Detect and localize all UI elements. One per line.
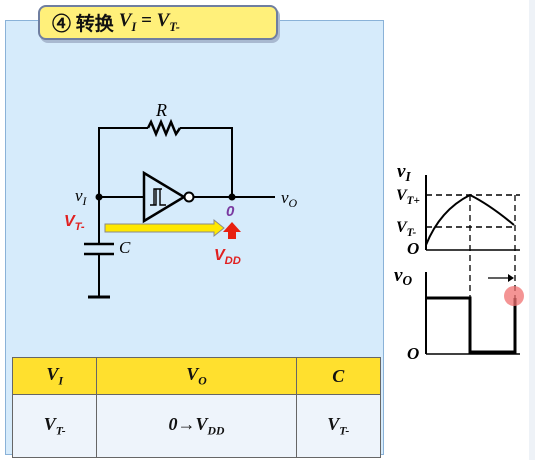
- edge-strip: [529, 0, 535, 460]
- table-cell: VT-: [295, 394, 382, 458]
- resistor-label: R: [155, 100, 167, 120]
- slide-title: ④ 转换 VI = VT-: [38, 5, 278, 40]
- vt-minus-label: VT-: [396, 219, 416, 239]
- table-header-cell: VO: [96, 357, 297, 395]
- threshold-label: VT-: [64, 213, 85, 233]
- origin-bottom-label: O: [407, 344, 419, 363]
- up-arrow-icon: [223, 222, 241, 239]
- title-expression: VI = VT-: [118, 10, 180, 34]
- pointer-cursor: [504, 286, 524, 306]
- output-zero-label: 0: [226, 203, 235, 220]
- table-cell: 0→VDD: [96, 394, 297, 458]
- schmitt-inverter-symbol: [142, 170, 195, 224]
- output-node-dot: [228, 193, 236, 201]
- circuit-wires: [98, 127, 275, 297]
- table-row: VT- 0→VDD VT-: [11, 394, 382, 458]
- vo-axis-label: vO: [394, 265, 412, 288]
- capacitor-symbol: [84, 242, 114, 256]
- supply-label: VDD: [214, 247, 241, 267]
- table-cell: VT-: [11, 394, 98, 458]
- vo-waveform: [426, 296, 517, 354]
- table-header-row: VI VO C: [11, 357, 382, 395]
- vi-axis-label: vI: [397, 161, 411, 184]
- resistor-symbol: [146, 118, 182, 138]
- transfer-arrow: [104, 218, 225, 238]
- vt-plus-label: VT+: [396, 187, 420, 207]
- table-header-cell: C: [295, 357, 382, 395]
- input-label: vI: [75, 186, 88, 208]
- capacitor-label: C: [119, 238, 131, 257]
- title-prefix: ④ 转换: [52, 14, 114, 35]
- origin-top-label: O: [407, 239, 419, 258]
- input-node-dot: [95, 193, 103, 201]
- state-table: VI VO C VT- 0→VDD VT-: [11, 357, 382, 458]
- table-header-cell: VI: [11, 357, 98, 395]
- output-label: vO: [281, 188, 298, 210]
- waveform-plot: [425, 175, 520, 355]
